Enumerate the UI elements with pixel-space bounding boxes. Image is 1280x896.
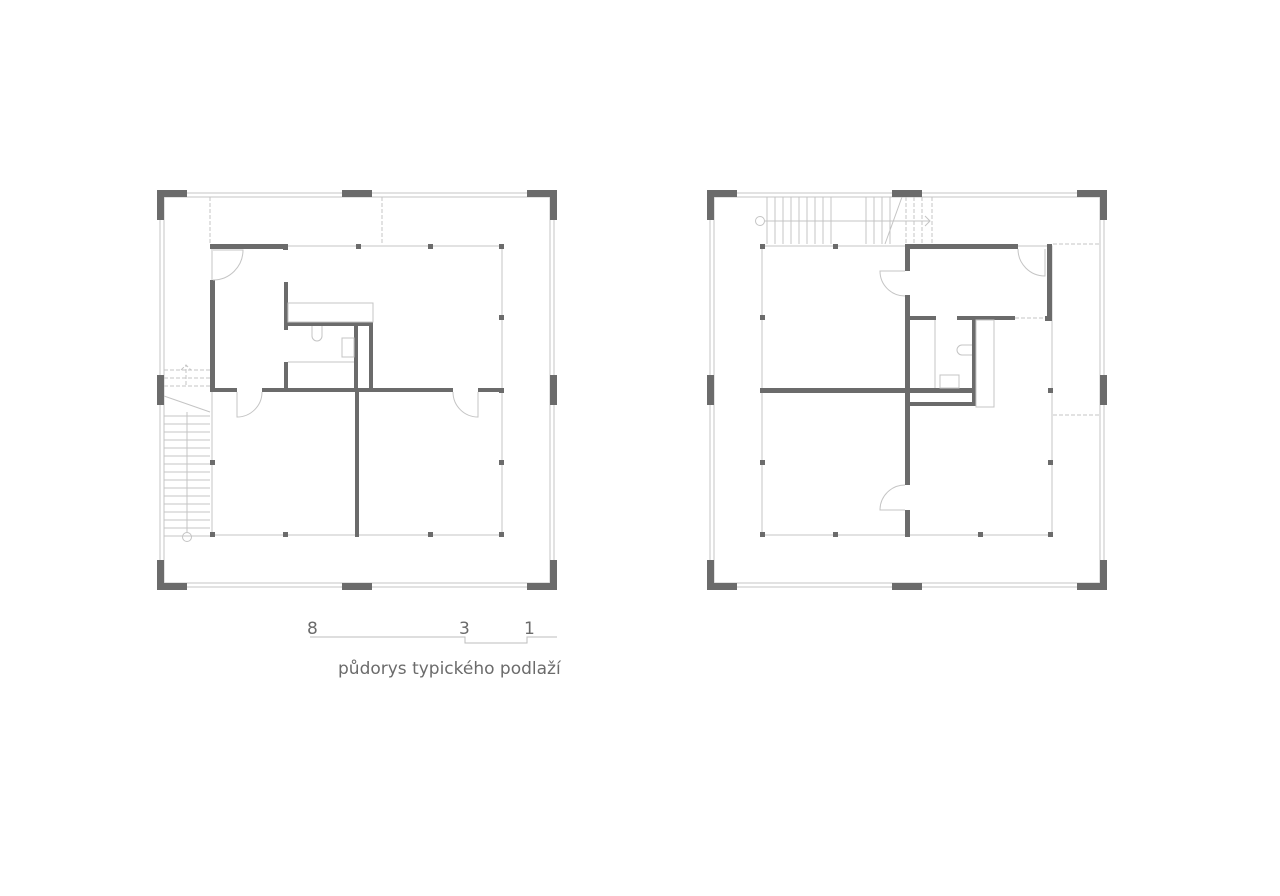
door-swings: [879, 248, 1046, 511]
scale-label-8: 8: [307, 619, 318, 639]
inner-walls: [760, 243, 1100, 537]
scale-label-1: 1: [524, 619, 535, 639]
drawing-caption: půdorys typického podlaží: [338, 659, 561, 679]
columns: [707, 190, 1107, 590]
door-swings: [212, 249, 479, 418]
balcony-dashes: [209, 197, 383, 244]
scale-label-3: 3: [459, 619, 470, 639]
scale-bar: [310, 636, 557, 644]
floor-plan-left: [157, 190, 557, 590]
columns: [157, 190, 557, 590]
staircase: [163, 364, 211, 542]
staircase: [755, 196, 933, 245]
floor-plan-right: [707, 190, 1107, 590]
inner-walls: [210, 244, 504, 537]
